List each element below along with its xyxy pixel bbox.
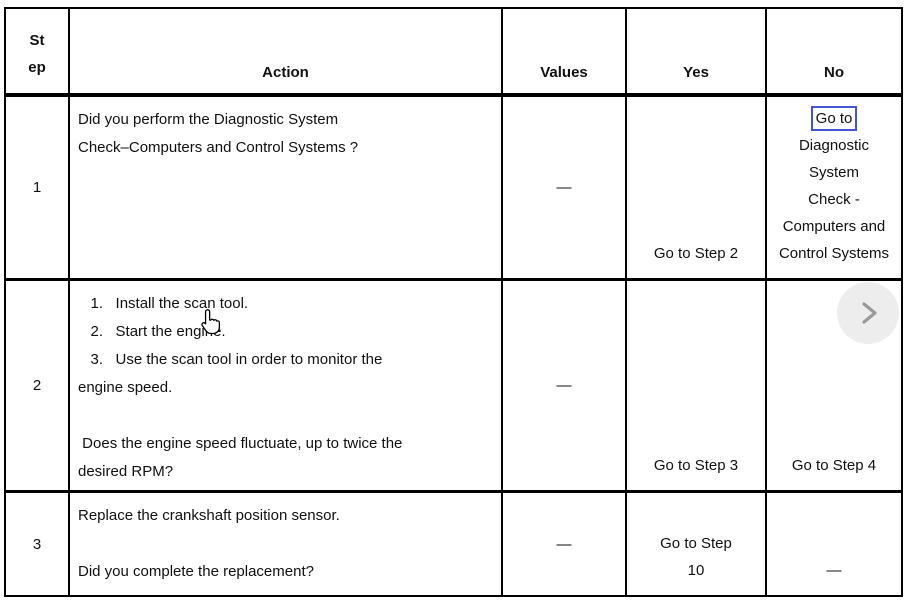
table-row-2-values: —: [503, 281, 627, 493]
text-line: Diagnostic: [798, 137, 870, 154]
step-number: 3: [32, 535, 42, 553]
go-to-step-3-link[interactable]: Go to Step 3: [653, 457, 739, 474]
table-row-1-yes: Go to Step 2: [627, 97, 767, 281]
text-line: St: [29, 32, 45, 49]
text-line: [78, 530, 491, 558]
table-row-1-step: 1: [6, 97, 70, 281]
text-line: Did you perform the Diagnostic System: [78, 111, 339, 128]
text-line: 2. Start the engine.: [78, 323, 226, 340]
next-page-button[interactable]: [837, 282, 899, 344]
table-row-3-values: —: [503, 493, 627, 595]
text-line: Replace the crankshaft position sensor.: [78, 507, 340, 524]
text-line: engine speed.: [78, 379, 173, 396]
text-line: ep: [28, 59, 46, 76]
header-action-label: Action: [262, 64, 309, 81]
text-line: desired RPM?: [78, 463, 174, 480]
chevron-right-icon: [855, 300, 881, 326]
header-no: No: [767, 9, 901, 97]
text-line: Control Systems: [778, 245, 890, 262]
table-row-3-step: 3: [6, 493, 70, 595]
text-line: [78, 402, 491, 430]
text-line: Check -: [808, 191, 860, 208]
values-dash: —: [556, 535, 572, 553]
header-step: St ep: [6, 9, 70, 97]
table-row-1-values: —: [503, 97, 627, 281]
header-action: Action: [70, 9, 503, 97]
table-row-3-no: —: [767, 493, 901, 595]
text-line: Go to Step: [660, 535, 732, 552]
header-values-label: Values: [540, 64, 588, 81]
text-line: Does the engine speed fluctuate, up to t…: [78, 435, 403, 452]
go-to-step-10-link[interactable]: Go to Step 10: [660, 530, 732, 584]
step-number: 2: [32, 377, 42, 394]
text-line: 10: [687, 562, 705, 579]
table-row-3-action: Replace the crankshaft position sensor. …: [70, 493, 503, 595]
text-line: Check–Computers and Control Systems ?: [78, 139, 359, 156]
table-row-2-action: 1. Install the scan tool. 2. Start the e…: [70, 281, 503, 493]
header-yes-label: Yes: [683, 64, 709, 81]
text-line: Did you complete the replacement?: [78, 563, 314, 580]
table-row-2-no: Go to Step 4: [767, 281, 901, 493]
table-row-2-step: 2: [6, 281, 70, 493]
text-line: 1. Install the scan tool.: [78, 295, 249, 312]
header-values: Values: [503, 9, 627, 97]
table-row-3-yes: Go to Step 10: [627, 493, 767, 595]
header-yes: Yes: [627, 9, 767, 97]
values-dash: —: [556, 179, 572, 196]
text-line: Computers and: [782, 218, 886, 235]
step-number: 1: [32, 179, 42, 196]
go-to-step-2-link[interactable]: Go to Step 2: [653, 245, 739, 262]
go-to-step-4-link[interactable]: Go to Step 4: [791, 457, 877, 474]
text-line: 3. Use the scan tool in order to monitor…: [78, 351, 383, 368]
header-no-label: No: [824, 64, 844, 81]
diagnostic-table: St ep Action Values Yes No 1 Did you perf…: [4, 7, 903, 597]
text-line: System: [808, 164, 859, 181]
no-dash: —: [826, 562, 842, 579]
values-dash: —: [556, 377, 572, 394]
go-to-link-focused[interactable]: Go to: [810, 105, 858, 132]
table-row-2-yes: Go to Step 3: [627, 281, 767, 493]
focus-outline[interactable]: Go to: [810, 106, 858, 131]
